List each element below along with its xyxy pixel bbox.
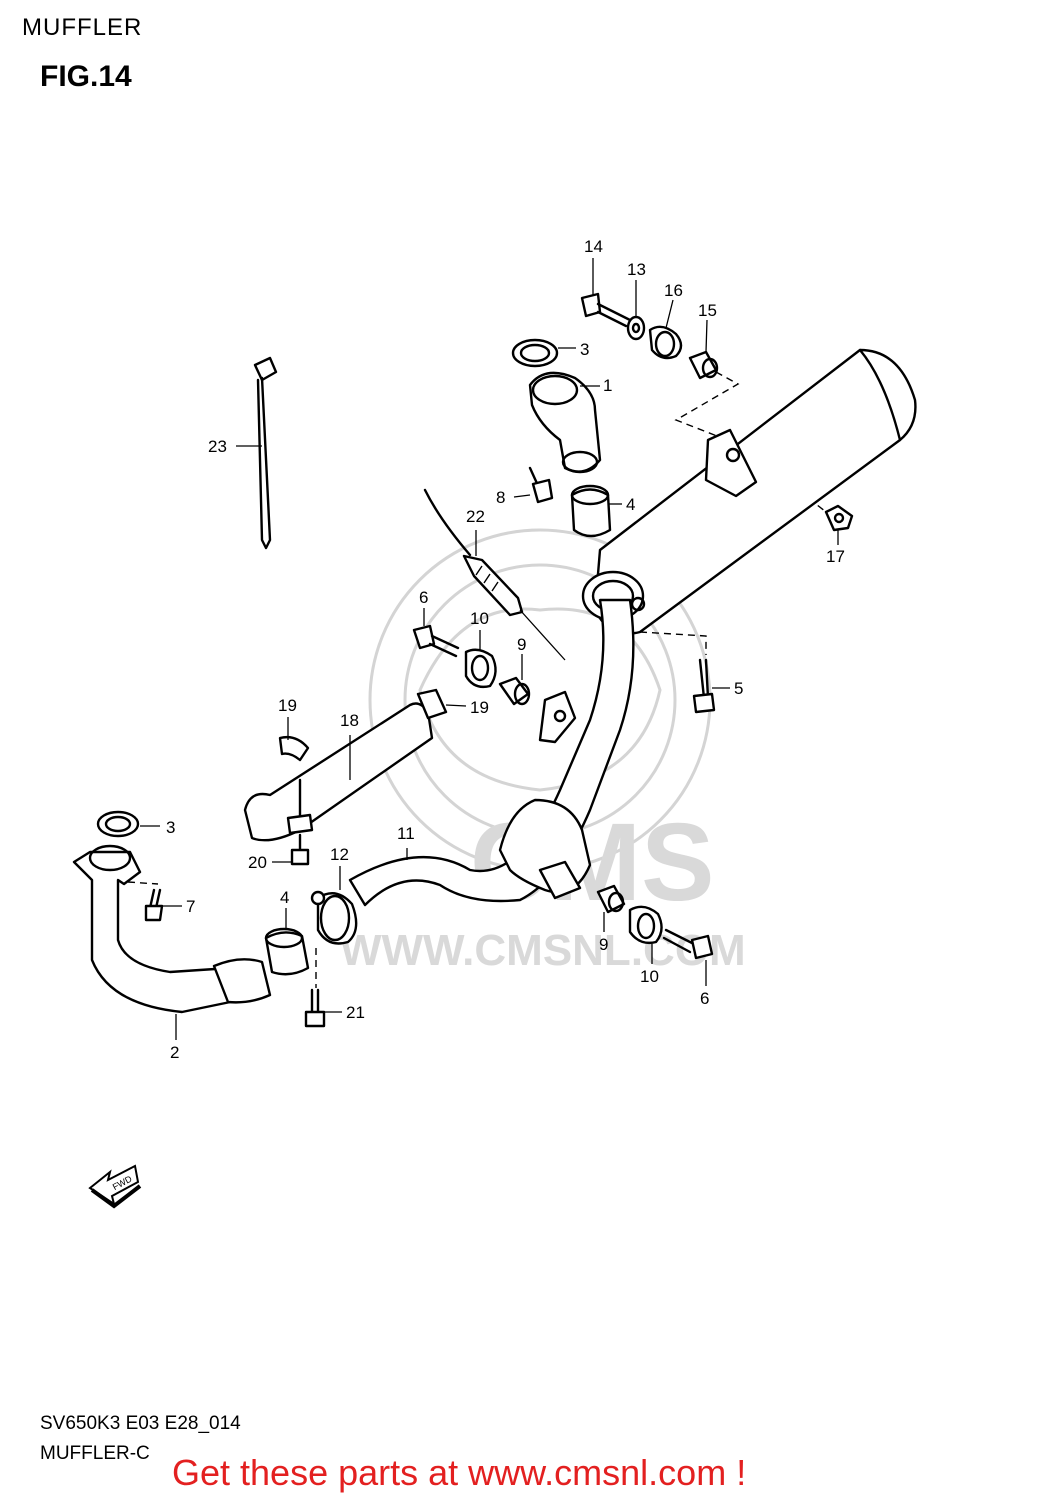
muffler-body [581, 348, 917, 635]
part-5-bolt [639, 631, 716, 714]
part-1-exhaust-pipe [528, 371, 602, 474]
label-8: 8 [496, 488, 505, 507]
part-10-cushion-upper [464, 648, 497, 689]
part-13-washer [626, 315, 646, 341]
part-19-clamp-upper [416, 688, 448, 720]
label-11: 11 [397, 824, 415, 843]
label-3-lower: 3 [166, 818, 175, 837]
label-16: 16 [664, 281, 683, 300]
label-14: 14 [584, 237, 603, 256]
part-9-collar-upper [498, 676, 531, 706]
label-20: 20 [248, 853, 267, 872]
label-5: 5 [734, 679, 743, 698]
part-17-nut [824, 504, 854, 532]
part-labels: 14 13 16 15 3 1 8 4 17 5 22 6 10 9 23 19… [166, 237, 845, 1062]
label-10-upper: 10 [470, 609, 489, 628]
part-4-connector-lower [264, 927, 310, 976]
part-4-connector-upper [570, 484, 612, 538]
promo-link[interactable]: Get these parts at www.cmsnl.com ! [172, 1452, 747, 1493]
part-12-clamp [310, 890, 358, 945]
label-17: 17 [826, 547, 845, 566]
label-19-upper: 19 [470, 698, 489, 717]
label-22: 22 [466, 507, 485, 526]
part-21-bolt [304, 948, 326, 1028]
part-22-o2-sensor [423, 488, 566, 661]
figure-title: FIG.14 [40, 60, 132, 93]
label-9-lower: 9 [599, 935, 608, 954]
part-10-cushion-lower [628, 905, 663, 945]
part-20-bolt [290, 833, 310, 866]
part-23-cable-tie [253, 356, 278, 550]
part-2-exhaust-pipe [72, 844, 272, 1014]
part-3-gasket-upper [511, 338, 559, 368]
part-9-collar-lower [596, 884, 626, 914]
label-6-lower: 6 [700, 989, 709, 1008]
label-9-upper: 9 [517, 635, 526, 654]
label-13: 13 [627, 260, 646, 279]
mount-guide-line [674, 371, 831, 516]
label-18: 18 [340, 711, 359, 730]
part-16-cushion [648, 325, 683, 360]
label-7: 7 [186, 897, 195, 916]
diagram-code: SV650K3 E03 E28_014 [40, 1413, 241, 1434]
section-title: MUFFLER [22, 14, 143, 41]
part-15-collar [688, 350, 719, 380]
watermark-url: WWW.CMSNL.COM [340, 926, 746, 975]
part-11-mid-pipe [348, 598, 635, 907]
part-3-gasket-lower [96, 810, 140, 838]
diagram-caption: MUFFLER-C [40, 1443, 150, 1464]
label-1: 1 [603, 376, 612, 395]
part-8-bolt [528, 466, 554, 504]
part-19-clamp-lower [278, 735, 310, 762]
part-14-bolt [580, 292, 632, 328]
label-4-upper: 4 [626, 495, 635, 514]
label-6-upper: 6 [419, 588, 428, 607]
label-4-lower: 4 [280, 888, 289, 907]
label-19-lower: 19 [278, 696, 297, 715]
part-7-bolt [127, 881, 164, 922]
label-2: 2 [170, 1043, 179, 1062]
leader-lines [140, 258, 839, 1040]
label-12: 12 [330, 845, 349, 864]
label-15: 15 [698, 301, 717, 320]
part-6-bolt-lower [662, 928, 714, 960]
forward-arrow-icon: FWD [88, 1164, 142, 1209]
part-18-heat-shield [243, 702, 434, 842]
label-3-upper: 3 [580, 340, 589, 359]
label-23: 23 [208, 437, 227, 456]
label-21: 21 [346, 1003, 365, 1022]
label-10-lower: 10 [640, 967, 659, 986]
part-6-bolt-upper [412, 624, 460, 658]
